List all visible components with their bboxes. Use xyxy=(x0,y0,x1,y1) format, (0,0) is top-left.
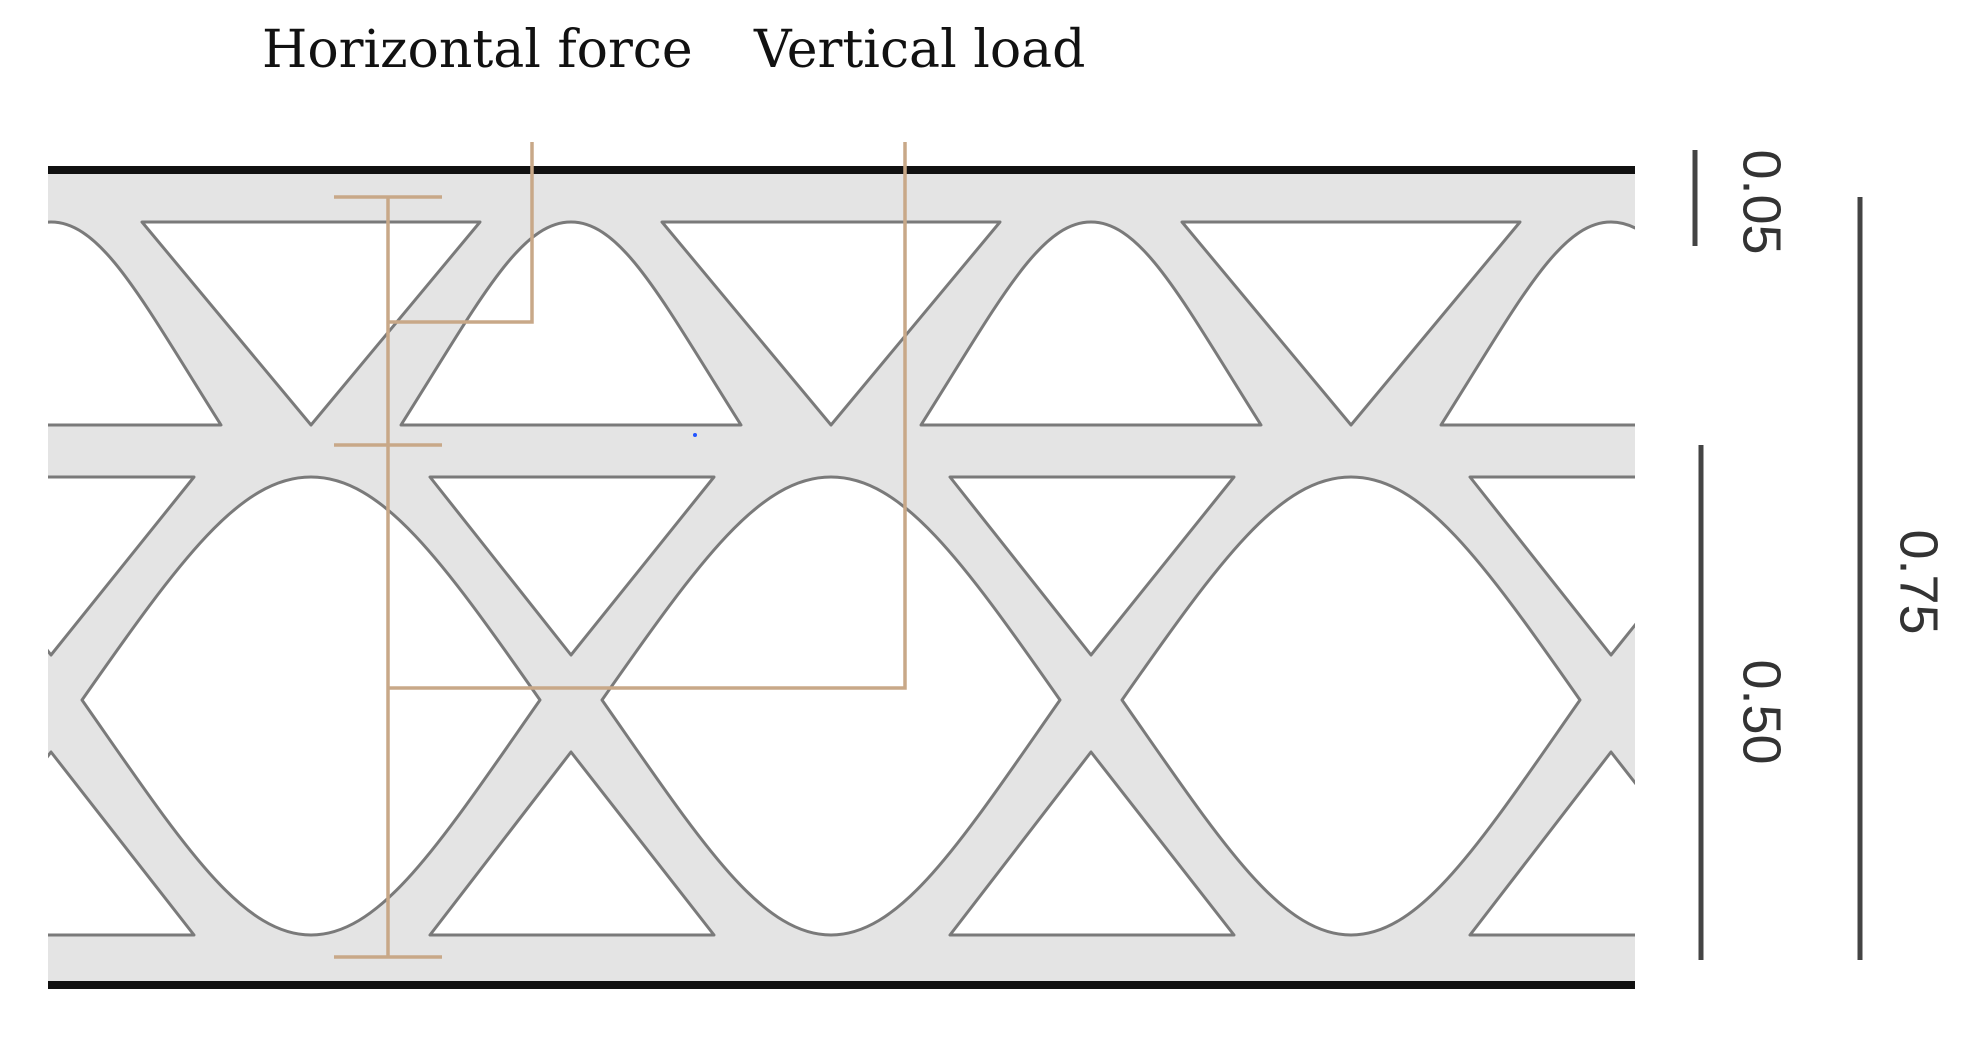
lens-cell xyxy=(600,475,1062,937)
top-dome-cell xyxy=(919,220,1263,427)
middle-triangle-cell xyxy=(948,475,1236,657)
leader-lines xyxy=(334,142,907,959)
dimension-bars xyxy=(1692,150,1863,960)
lens-cell xyxy=(80,475,542,937)
top-dome-cell xyxy=(48,220,223,427)
bottom-triangle-cell xyxy=(48,750,196,937)
lattice-cells xyxy=(0,220,1635,937)
middle-triangle-cell xyxy=(428,475,716,657)
middle-triangle-cell xyxy=(1468,475,1635,657)
bottom-triangle-cell xyxy=(948,750,1236,937)
lens-cell xyxy=(1120,475,1582,937)
top-dome-cell xyxy=(1439,220,1635,427)
dim-label-top-layer: 0.05 xyxy=(1732,149,1792,254)
horizontal-force-leader xyxy=(388,142,534,324)
lens-cell xyxy=(0,477,20,935)
vertical-load-label: Vertical load xyxy=(754,20,1086,80)
bottom-triangle-cell xyxy=(428,750,716,937)
top-inverted-triangle-cell xyxy=(660,220,1002,427)
horizontal-force-label: Horizontal force xyxy=(262,20,693,80)
top-dome-cell xyxy=(399,220,743,427)
middle-triangle-cell xyxy=(48,475,196,657)
vertical-load-leader xyxy=(388,142,907,690)
dim-label-total: 0.75 xyxy=(1889,529,1949,634)
bottom-triangle-cell xyxy=(1468,750,1635,937)
dim-label-lower-layer: 0.50 xyxy=(1732,659,1792,764)
marker-dot xyxy=(693,433,697,437)
top-inverted-triangle-cell xyxy=(1180,220,1522,427)
